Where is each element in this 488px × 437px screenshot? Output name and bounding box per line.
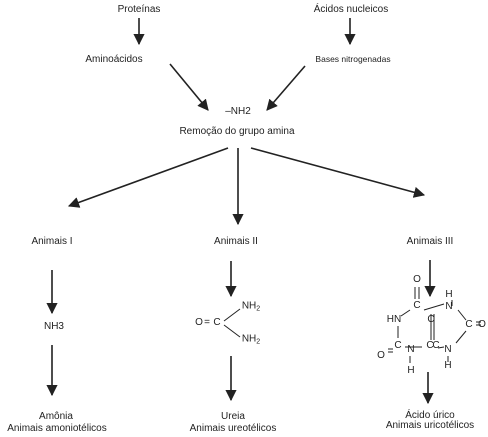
uric-c-left: C <box>394 340 402 351</box>
amino-group-label: –NH2 <box>225 107 251 117</box>
urea-sub-top: 2 <box>256 305 261 313</box>
amonia-label: Amônia <box>39 411 73 422</box>
urea-sub-bottom: 2 <box>256 338 261 346</box>
proteinas-label: Proteínas <box>117 4 161 15</box>
uric-c-top: C <box>413 300 421 311</box>
uric-o-left: O <box>377 350 385 361</box>
uric-c-bottom-mid: C <box>426 340 434 351</box>
animais-uricotelicos-label: Animais uricotélicos <box>385 420 475 431</box>
aminoacidos-label: Aminoácidos <box>85 54 143 65</box>
urea-nh-top-text: NH <box>241 300 257 312</box>
urea-bonds <box>223 308 241 338</box>
urea-nh-bottom-text: NH <box>241 333 257 345</box>
animais-amoniotelicos-label: Animais amoniotélicos <box>7 423 107 434</box>
urea-nh2-bottom: NH2 <box>241 333 261 346</box>
remocao-grupo-amina-label: Remoção do grupo amina <box>179 126 295 137</box>
uric-c-bridge: C <box>432 340 440 351</box>
ureia-label: Ureia <box>221 411 245 422</box>
uric-c-mid-top: C <box>427 314 435 325</box>
amino-group-text: –NH2 <box>225 106 251 117</box>
urea-oxygen: O <box>195 317 203 328</box>
animais-1-label: Animais I <box>31 236 73 247</box>
uric-h-bottom-left: H <box>407 365 415 376</box>
uric-o-right: O <box>478 319 486 330</box>
animais-3-label: Animais III <box>406 236 454 247</box>
uric-n-bottom-left: N <box>407 344 415 355</box>
animais-ureotelicos-label: Animais ureotélicos <box>189 423 277 434</box>
uric-n-bottom-right: N <box>444 344 452 355</box>
uric-h-top-right: H <box>445 289 453 300</box>
uric-n-top-right: N <box>445 301 453 312</box>
uric-o-top: O <box>413 274 421 285</box>
animais-2-label: Animais II <box>214 236 258 247</box>
arrow-remocao-animais-3 <box>250 147 426 198</box>
urea-nh2-top: NH2 <box>241 300 261 313</box>
arrow-remocao-animais-1 <box>67 147 229 208</box>
uric-acid-bonds <box>388 287 481 363</box>
acidos-nucleicos-label: Ácidos nucleicos <box>313 4 389 15</box>
uric-c-right: C <box>465 319 473 330</box>
urea-carbon: C <box>213 317 221 328</box>
arrow-bases-remocao <box>266 65 306 111</box>
uric-hn-left: HN <box>386 314 402 325</box>
arrow-aminoacidos-remocao <box>169 63 209 111</box>
acido-urico-label: Ácido úrico <box>405 410 455 421</box>
uric-h-bottom-right: H <box>444 360 452 371</box>
urea-double-bond: = <box>204 317 210 328</box>
bases-nitrogenadas-label: Bases nitrogenadas <box>315 54 391 64</box>
nh3-formula: NH3 <box>43 321 65 332</box>
